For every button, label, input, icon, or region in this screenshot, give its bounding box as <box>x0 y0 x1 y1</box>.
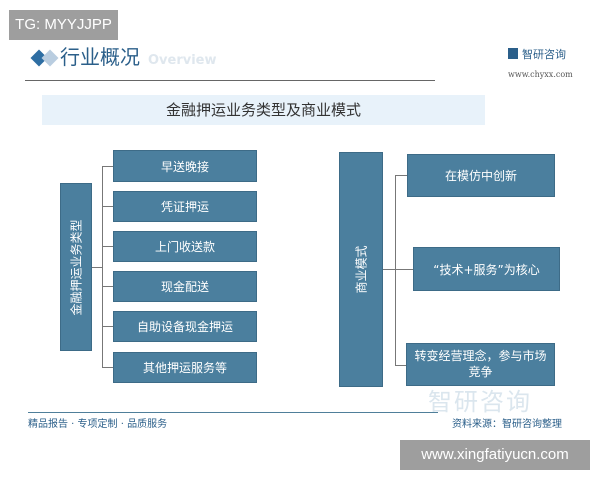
header-divider <box>25 80 435 81</box>
left-item: 其他押运服务等 <box>113 352 257 383</box>
connector <box>395 175 396 365</box>
connector <box>102 286 113 287</box>
left-root-box: 金融押运业务类型 <box>60 183 92 351</box>
right-item: 在模仿中创新 <box>407 154 555 197</box>
logo-name: 智研咨询 <box>522 48 566 61</box>
right-item: “技术+服务”为核心 <box>413 247 560 291</box>
connector <box>102 326 113 327</box>
overlay-tag: TG: MYYJJPP <box>9 10 118 40</box>
right-root-box: 商业模式 <box>339 152 383 387</box>
left-item: 自助设备现金押运 <box>113 311 257 342</box>
connector <box>395 175 407 176</box>
left-item: 早送晚接 <box>113 150 257 182</box>
left-item: 现金配送 <box>113 271 257 302</box>
connector <box>102 166 103 368</box>
diagram-title: 金融押运业务类型及商业模式 <box>165 101 361 119</box>
left-item: 凭证押运 <box>113 191 257 222</box>
connector <box>395 365 406 366</box>
connector <box>395 269 413 270</box>
connector <box>102 166 113 167</box>
connector <box>102 206 113 207</box>
connector <box>102 246 113 247</box>
left-root-label: 金融押运业务类型 <box>69 218 84 316</box>
right-root-label: 商业模式 <box>354 245 369 294</box>
header-title: 行业概况 <box>60 45 140 69</box>
footer-divider <box>28 412 438 413</box>
logo-url: www.chyxx.com <box>508 70 573 79</box>
header-subtitle-en: Overview <box>148 53 217 68</box>
logo: 智研咨询 <box>508 48 566 62</box>
right-item: 转变经营理念，参与市场竞争 <box>406 343 555 386</box>
footer-source: 资料来源：智研咨询整理 <box>452 419 562 430</box>
connector <box>102 367 113 368</box>
title-band <box>42 95 485 125</box>
footer-slogan: 精品报告 · 专项定制 · 品质服务 <box>28 419 168 430</box>
footer-watermark: 智研咨询 <box>428 388 532 416</box>
connector <box>92 267 102 268</box>
logo-icon <box>508 48 518 59</box>
connector <box>383 269 395 270</box>
overlay-watermark: www.xingfatiyucn.com <box>400 440 590 470</box>
left-item: 上门收送款 <box>113 231 257 262</box>
diamond-icon-shadow <box>41 49 59 67</box>
